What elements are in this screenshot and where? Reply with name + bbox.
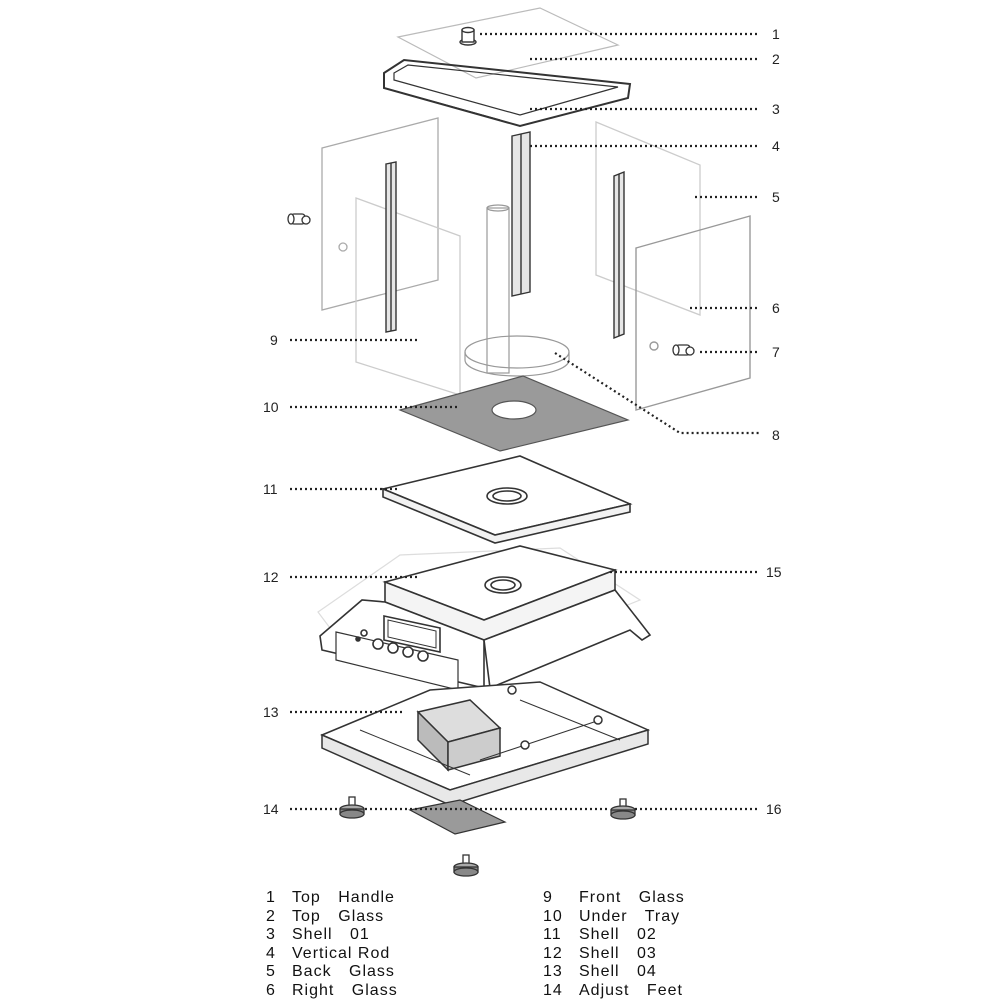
callout-9: 9 (270, 332, 278, 348)
callout-4: 4 (772, 138, 780, 154)
right-glass (635, 215, 751, 411)
callout-2: 2 (772, 51, 780, 67)
callout-10: 10 (263, 399, 279, 415)
right-rod (613, 170, 625, 340)
leader-lines (290, 32, 760, 811)
under-tray (398, 375, 630, 452)
callout-16: 16 (766, 801, 782, 817)
shell-04 (320, 681, 651, 806)
shell-03 (319, 545, 652, 691)
top-handle (459, 26, 477, 46)
adjust-foot-left (339, 796, 365, 819)
callout-3: 3 (772, 101, 780, 117)
left-glass (321, 117, 439, 311)
adjust-foot-front (453, 854, 479, 877)
vertical-rod (511, 131, 531, 297)
center-post (464, 204, 570, 377)
left-rod (385, 161, 397, 333)
shell-02 (380, 455, 633, 544)
callout-15: 15 (766, 564, 782, 580)
callout-13: 13 (263, 704, 279, 720)
cover-plate (408, 799, 507, 835)
callout-5: 5 (772, 189, 780, 205)
callout-8: 8 (772, 427, 780, 443)
callout-11: 11 (263, 481, 278, 497)
shell-01 (383, 58, 632, 128)
callout-12: 12 (263, 569, 279, 585)
callout-14: 14 (263, 801, 279, 817)
right-knob (672, 344, 695, 356)
front-glass (355, 197, 461, 396)
callout-numbers: 1 2 3 4 5 6 7 8 9 10 11 12 13 14 15 16 (263, 26, 782, 817)
adjust-foot-right (610, 798, 636, 820)
left-knob (287, 213, 311, 225)
callout-6: 6 (772, 300, 780, 316)
callout-1: 1 (772, 26, 780, 42)
back-glass (595, 121, 701, 316)
callout-7: 7 (772, 344, 780, 360)
